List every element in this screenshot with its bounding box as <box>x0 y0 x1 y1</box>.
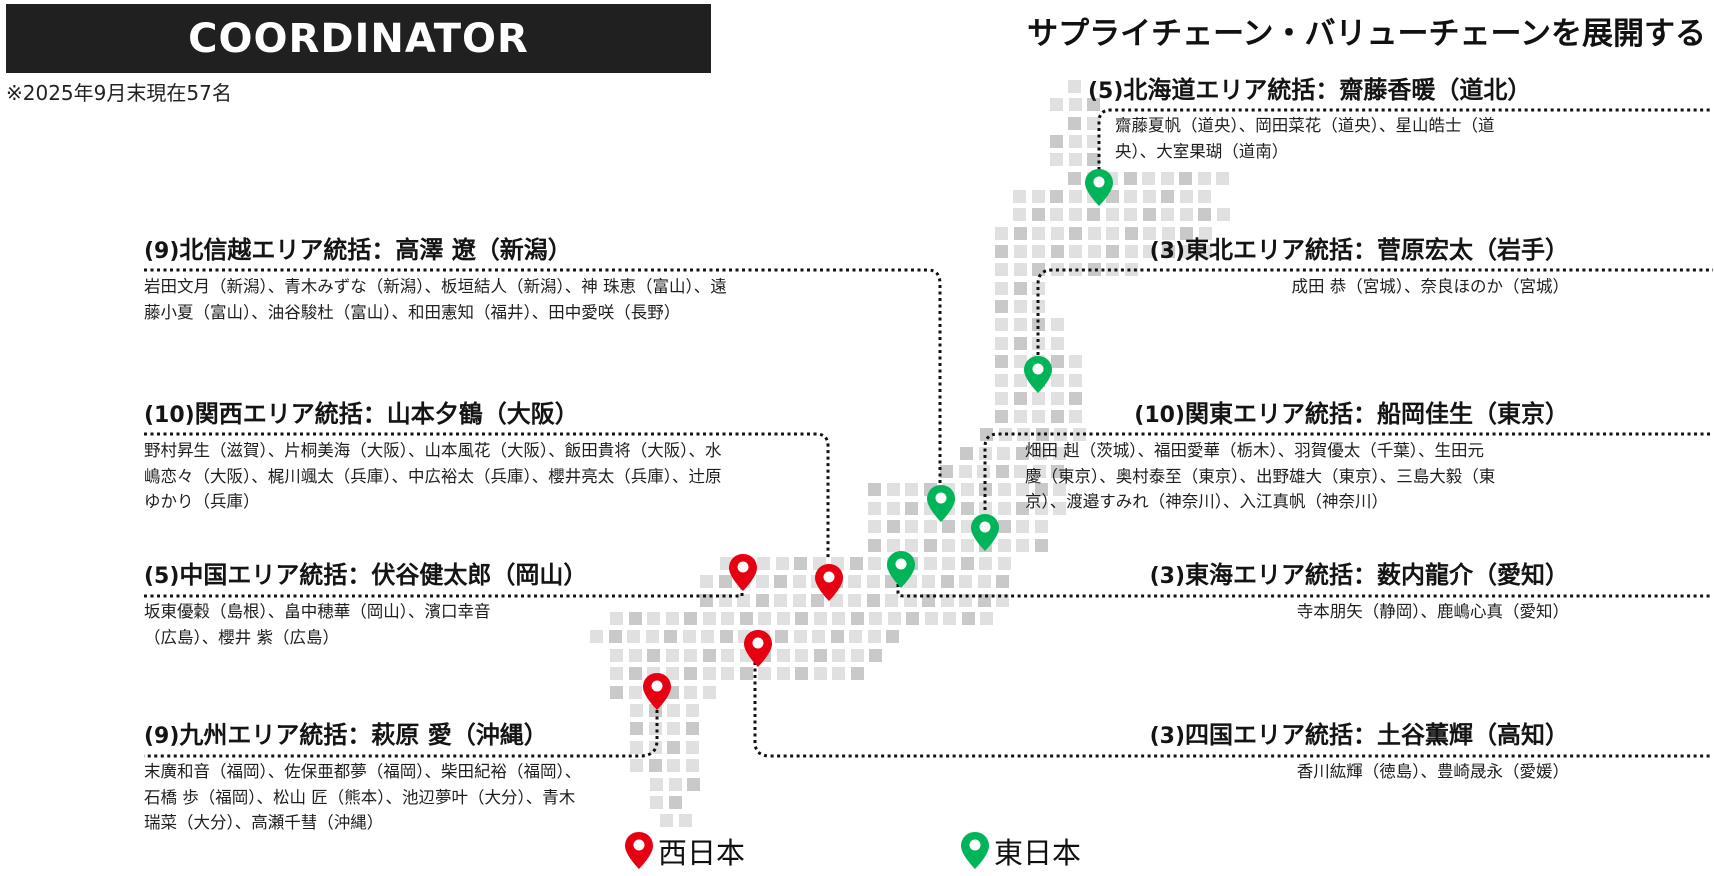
area-title: (10)関西エリア統括：山本夕鶴（大阪） <box>144 400 579 428</box>
area-title: (9)北信越エリア統括：高澤 遼（新潟） <box>144 236 572 264</box>
pin-hokkaido-map-pin-green-icon <box>1084 168 1114 208</box>
area-members: 坂東優穀（島根）、畠中穂華（岡山）、濱口幸音 （広島）、櫻井 紫（広島） <box>144 602 491 647</box>
legend-west: 西日本 <box>624 830 745 872</box>
pin-shikoku-map-pin-red-icon <box>743 629 773 669</box>
area-members: 畑田 赳（茨城）、福田愛華（栃木）、羽賀優太（千葉）、生田元 慶（東京）、奥村泰… <box>1025 441 1496 511</box>
area-members: 野村昇生（滋賀）、片桐美海（大阪）、山本風花（大阪）、飯田貴将（大阪）、水 嶋恋… <box>144 441 722 511</box>
area-tohoku: (3)東北エリア統括：菅原宏太（岩手） 成田 恭（宮城）、奈良ほのか（宮城） <box>949 235 1569 300</box>
area-title: (5)中国エリア統括：伏谷健太郎（岡山） <box>144 561 588 589</box>
area-title: (10)関東エリア統括：船岡佳生（東京） <box>1134 400 1569 428</box>
area-members: 齋藤夏帆（道央）、岡田菜花（道央）、星山皓士（道 央）、大室果瑚（道南） <box>1115 116 1495 161</box>
pin-tokai-map-pin-green-icon <box>886 550 916 590</box>
connector-tokai <box>896 584 1713 598</box>
legend-west-label: 西日本 <box>658 836 746 870</box>
area-title: (3)東北エリア統括：菅原宏太（岩手） <box>1149 236 1569 264</box>
connector-kansai <box>144 432 830 560</box>
area-title: (3)東海エリア統括：薮内龍介（愛知） <box>1149 561 1569 589</box>
pin-hokushinetsu-map-pin-green-icon <box>926 484 956 524</box>
area-members: 岩田文月（新潟）、青木みずな（新潟）、板垣結人（新潟）、神 珠恵（富山）、遠 藤… <box>144 277 727 322</box>
area-kanto: (10)関東エリア統括：船岡佳生（東京） 畑田 赳（茨城）、福田愛華（栃木）、羽… <box>949 399 1569 515</box>
area-chugoku: (5)中国エリア統括：伏谷健太郎（岡山） 坂東優穀（島根）、畠中穂華（岡山）、濱… <box>144 560 587 650</box>
area-title: (9)九州エリア統括：萩原 愛（沖縄） <box>144 721 548 749</box>
connector-kanto <box>983 432 1713 510</box>
coordinator-banner: COORDINATOR <box>6 4 711 73</box>
as-of-note: ※2025年9月末現在57名 <box>6 81 232 105</box>
area-members: 末廣和音（福岡）、佐保亜都夢（福岡）、柴田紀裕（福岡）、 石橋 歩（福岡）、松山… <box>144 762 582 832</box>
area-members: 香川紘輝（徳島）、豊崎晟永（愛媛） <box>1296 762 1569 781</box>
connector-tohoku <box>1036 268 1713 355</box>
area-tokai: (3)東海エリア統括：薮内龍介（愛知） 寺本朋矢（静岡）、鹿嶋心真（愛知） <box>949 560 1569 625</box>
area-title: (5)北海道エリア統括：齋藤香暖（道北） <box>1088 76 1532 104</box>
pin-kanto-map-pin-green-icon <box>970 513 1000 553</box>
pin-kansai-map-pin-red-icon <box>814 563 844 603</box>
pin-kyushu-map-pin-red-icon <box>642 672 672 712</box>
area-title: (3)四国エリア統括：土谷薫輝（高知） <box>1149 721 1569 749</box>
connector-shikoku <box>753 662 1713 758</box>
area-shikoku: (3)四国エリア統括：土谷薫輝（高知） 香川紘輝（徳島）、豊崎晟永（愛媛） <box>949 720 1569 785</box>
connector-hokkaido <box>1097 108 1713 170</box>
map-pin-red-icon <box>625 832 653 869</box>
pin-chugoku-map-pin-red-icon <box>728 553 758 593</box>
area-hokkaido: (5)北海道エリア統括：齋藤香暖（道北） 齋藤夏帆（道央）、岡田菜花（道央）、星… <box>1088 75 1531 164</box>
connector-hokushinetsu <box>144 268 942 490</box>
banner-title: COORDINATOR <box>188 15 529 62</box>
legend-east-label: 東日本 <box>994 836 1082 870</box>
headline: サプライチェーン・バリューチェーンを展開する <box>1027 16 1706 52</box>
area-hokushinetsu: (9)北信越エリア統括：高澤 遼（新潟） 岩田文月（新潟）、青木みずな（新潟）、… <box>144 235 727 325</box>
legend-east: 東日本 <box>960 830 1081 872</box>
map-pin-green-icon <box>961 832 989 869</box>
area-members: 寺本朋矢（静岡）、鹿嶋心真（愛知） <box>1296 602 1569 621</box>
area-kyushu: (9)九州エリア統括：萩原 愛（沖縄） 末廣和音（福岡）、佐保亜都夢（福岡）、柴… <box>144 720 581 836</box>
area-kansai: (10)関西エリア統括：山本夕鶴（大阪） 野村昇生（滋賀）、片桐美海（大阪）、山… <box>144 399 722 515</box>
pin-tohoku-map-pin-green-icon <box>1023 355 1053 395</box>
area-members: 成田 恭（宮城）、奈良ほのか（宮城） <box>1291 277 1570 296</box>
